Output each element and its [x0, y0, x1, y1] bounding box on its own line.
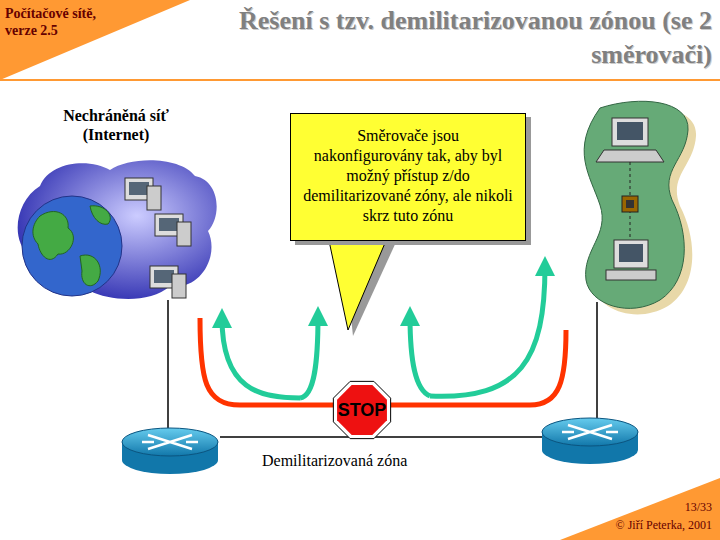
wire — [596, 302, 598, 418]
router-icon — [542, 418, 638, 464]
corner-triangle — [0, 0, 190, 80]
allowed-arrow — [222, 318, 300, 398]
stop-text: STOP — [331, 400, 393, 420]
router-icon — [122, 428, 218, 474]
header-rule — [0, 79, 720, 81]
dmz-segment — [220, 436, 545, 438]
callout-box: Směrovače jsou nakonfigurovány tak, aby … — [290, 113, 526, 241]
unprotected-network: Nechráněná síť (Internet) — [10, 106, 222, 306]
stop-sign: STOP — [331, 379, 393, 441]
callout-pointer — [328, 236, 388, 330]
allowed-arrow — [430, 266, 545, 396]
slide-title: Řešení s tzv. demilitarizovanou zónou (s… — [192, 4, 712, 72]
protected-network — [584, 101, 696, 314]
slide-number: 13/33 — [560, 500, 712, 515]
wire — [167, 300, 169, 428]
network-heading: Nechráněná síť (Internet) — [41, 106, 191, 144]
corner-triangle — [560, 478, 720, 540]
callout-text: Směrovače jsou nakonfigurovány tak, aby … — [301, 126, 515, 226]
course-name: Počítačové sítě, verze 2.5 — [5, 5, 123, 39]
allowed-arrow — [300, 316, 318, 398]
copyright: © Jiří Peterka, 2001 — [560, 518, 712, 533]
allowed-arrow — [410, 316, 430, 396]
zone-label: Demilitarizovaná zóna — [262, 451, 462, 471]
